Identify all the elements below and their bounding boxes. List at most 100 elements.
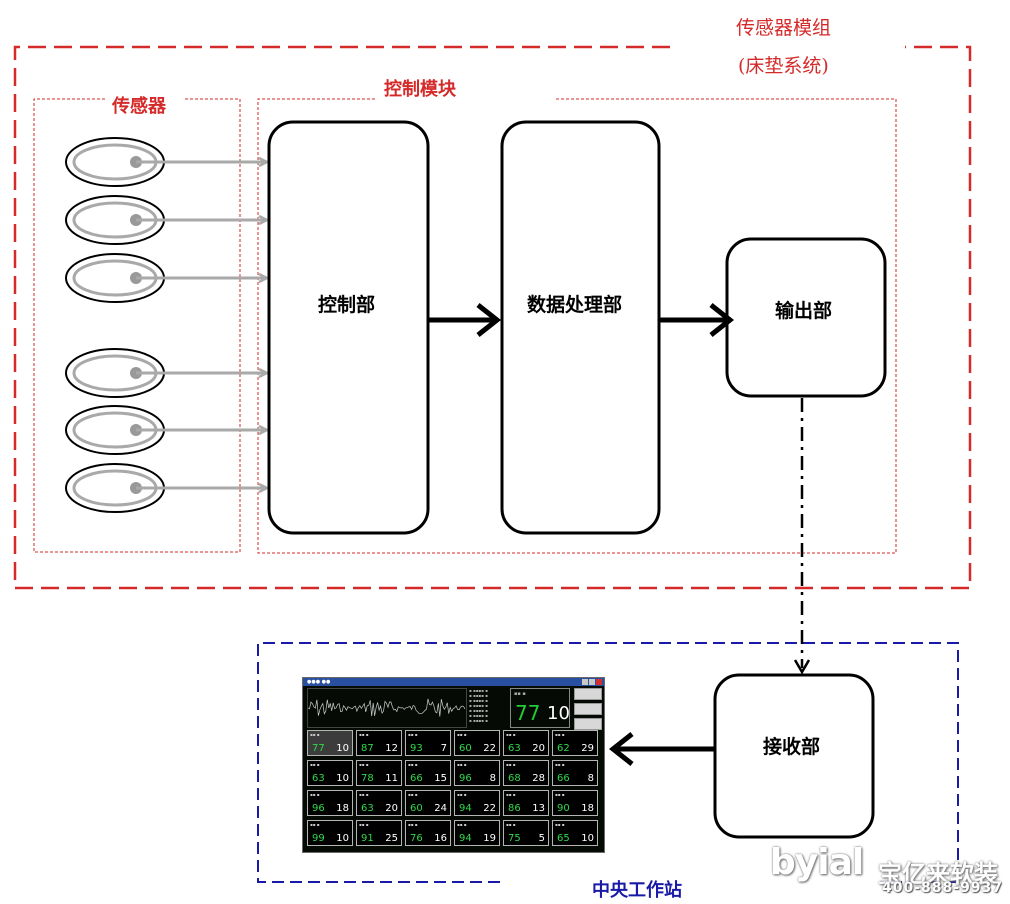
bed-cell-label: ▪▪ ▪ bbox=[408, 792, 418, 797]
bed-cell-label: ▪▪ ▪ bbox=[457, 792, 467, 797]
bed-cell-resp: 18 bbox=[336, 803, 349, 814]
bed-cell-resp: 13 bbox=[532, 803, 545, 814]
receiver-unit-label: 接收部 bbox=[763, 736, 821, 758]
bed-cell-label: ▪▪ ▪ bbox=[506, 822, 516, 827]
watermark-phone: 400-888-9937 bbox=[882, 880, 1004, 896]
watermark-brand: byial bbox=[770, 842, 864, 883]
bed-cell-label: ▪▪ ▪ bbox=[408, 732, 418, 737]
bed-cell-label: ▪▪ ▪ bbox=[506, 792, 516, 797]
bed-cell-label: ▪▪ ▪ bbox=[359, 792, 369, 797]
sensor-5 bbox=[65, 405, 266, 455]
sensors-title: 传感器 bbox=[112, 96, 166, 117]
bed-cell-heart: 75 bbox=[508, 833, 521, 844]
bed-cell-heart: 66 bbox=[410, 773, 423, 784]
waveform-chart bbox=[307, 688, 467, 728]
bed-cell-resp: 29 bbox=[581, 743, 594, 754]
bed-cell[interactable]: ▪▪ ▪ 90 18 bbox=[552, 790, 598, 816]
sensor-module-title: 传感器模组 bbox=[736, 17, 832, 39]
arrow-processing-to-output bbox=[660, 303, 735, 337]
bed-cell[interactable]: ▪▪ ▪ 66 15 bbox=[405, 760, 451, 786]
sensors-frame bbox=[33, 98, 241, 553]
monitor-button-3[interactable] bbox=[574, 718, 602, 730]
bed-cell[interactable]: ▪▪ ▪ 96 18 bbox=[307, 790, 353, 816]
bed-cell-resp: 10 bbox=[336, 773, 349, 784]
bed-cell-heart: 68 bbox=[508, 773, 521, 784]
bed-cell[interactable]: ▪▪ ▪ 63 10 bbox=[307, 760, 353, 786]
bed-cell-heart: 96 bbox=[459, 773, 472, 784]
bed-cell[interactable]: ▪▪ ▪ 62 29 bbox=[552, 730, 598, 756]
bed-cell-label: ▪▪ ▪ bbox=[408, 762, 418, 767]
bed-cell-label: ▪▪ ▪ bbox=[555, 792, 565, 797]
bed-cell-label: ▪▪ ▪ bbox=[310, 822, 320, 827]
bed-cell[interactable]: ▪▪ ▪ 66 8 bbox=[552, 760, 598, 786]
arrow-control-to-processing bbox=[429, 303, 502, 337]
data-processing-box bbox=[500, 120, 661, 535]
bed-cell-resp: 22 bbox=[483, 743, 496, 754]
bed-cell-label: ▪▪ ▪ bbox=[457, 732, 467, 737]
bed-cell-heart: 62 bbox=[557, 743, 570, 754]
bed-cell-resp: 24 bbox=[434, 803, 447, 814]
control-module-title: 控制模块 bbox=[384, 79, 456, 100]
sensor-6 bbox=[65, 463, 266, 513]
bed-cell-resp: 10 bbox=[336, 833, 349, 844]
bed-cell-label: ▪▪ ▪ bbox=[555, 762, 565, 767]
bed-cell-label: ▪▪ ▪ bbox=[506, 762, 516, 767]
bed-cell-resp: 12 bbox=[385, 743, 398, 754]
bed-cell-resp: 8 bbox=[587, 773, 594, 784]
bed-cell-label: ▪▪ ▪ bbox=[555, 732, 565, 737]
bed-cell-resp: 15 bbox=[434, 773, 447, 784]
bed-cell-label: ▪▪ ▪ bbox=[457, 762, 467, 767]
bed-cell-heart: 76 bbox=[410, 833, 423, 844]
watermark-cn: 宝亿来软装 bbox=[878, 860, 998, 888]
bed-cell-heart: 63 bbox=[312, 773, 325, 784]
sensor-module-subtitle: (床垫系统) bbox=[738, 55, 829, 77]
bed-cell-resp: 18 bbox=[581, 803, 594, 814]
bed-cell-label: ▪▪ ▪ bbox=[359, 822, 369, 827]
output-unit-label: 输出部 bbox=[775, 300, 833, 322]
bed-cell-heart: 90 bbox=[557, 803, 570, 814]
central-station-label: 中央工作站 bbox=[592, 880, 682, 901]
arrow-receiver-to-station bbox=[608, 732, 714, 766]
bed-cell-label: ▪▪ ▪ bbox=[310, 762, 320, 767]
sensor-module-frame bbox=[13, 45, 972, 590]
control-unit-label: 控制部 bbox=[318, 294, 376, 316]
bed-cell-resp: 10 bbox=[336, 743, 349, 754]
minimize-icon bbox=[582, 679, 588, 685]
watermark-logo: byial 宝亿来软装 400-888-9937 bbox=[770, 842, 1005, 898]
monitor-side-buttons bbox=[574, 688, 602, 733]
sensor-4 bbox=[65, 348, 266, 398]
monitor-info-panel: ▪ ▪▪▪▪ ▪▪ ▪▪▪▪ ▪▪ ▪▪▪▪ ▪▪ ▪▪▪▪ ▪▪ ▪▪▪▪ ▪… bbox=[469, 688, 488, 723]
bed-cell-resp: 11 bbox=[385, 773, 398, 784]
bed-cell-heart: 96 bbox=[312, 803, 325, 814]
bed-cell-resp: 16 bbox=[434, 833, 447, 844]
bed-cell-label: ▪▪ ▪ bbox=[408, 822, 418, 827]
monitor-button-2[interactable] bbox=[574, 703, 602, 715]
bed-cell-heart: 87 bbox=[361, 743, 374, 754]
data-processing-label: 数据处理部 bbox=[527, 294, 623, 316]
bed-cell-label: ▪▪ ▪ bbox=[310, 792, 320, 797]
bed-cell[interactable]: ▪▪ ▪ 60 22 bbox=[454, 730, 500, 756]
control-unit-box bbox=[267, 120, 430, 535]
bed-cell-heart: 60 bbox=[459, 743, 472, 754]
monitor-button-1[interactable] bbox=[574, 688, 602, 700]
bed-cell-heart: 66 bbox=[557, 773, 570, 784]
bed-cell[interactable]: ▪▪ ▪ 76 16 bbox=[405, 820, 451, 846]
